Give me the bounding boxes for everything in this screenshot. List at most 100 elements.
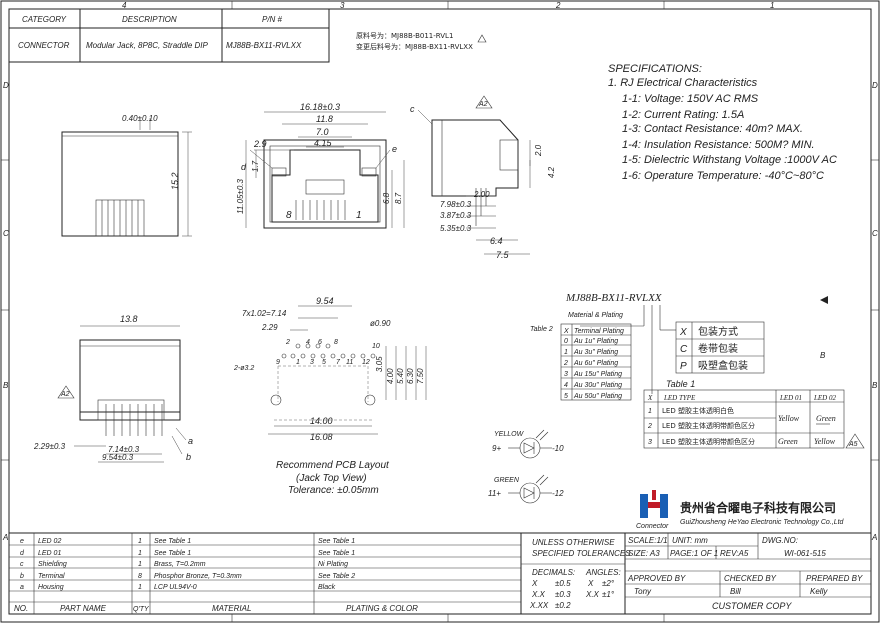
dim-2.0: 2.0 — [534, 144, 543, 157]
side-view-left — [61, 118, 192, 237]
bom-header-plating: PLATING & COLOR — [346, 604, 418, 613]
table2-row: 1 — [564, 349, 568, 356]
info-scale: SCALE:1/1 — [628, 536, 668, 545]
bom-row-plating: See Table 2 — [318, 573, 355, 580]
table1-row: Yellow — [778, 414, 800, 423]
dim-1.7: 1.7 — [251, 160, 260, 172]
tol-ax: X — [587, 579, 594, 588]
bom-row-part: Terminal — [38, 573, 65, 580]
table1-row: Green — [816, 414, 836, 423]
bom-header-qty: Q'TY — [133, 606, 150, 613]
table1-row: 2 — [647, 423, 652, 430]
changed-pn-note: 变更后料号为：MJ88B-BX11-RVLXX — [356, 42, 473, 51]
drawing-info-block — [624, 532, 872, 615]
pn-value: MJ88B-BX11-RVLXX — [226, 41, 302, 50]
zone-row-c-right: C — [872, 229, 878, 238]
bom-row-id: a — [20, 584, 24, 591]
dim-8.7: 8.7 — [394, 192, 403, 204]
tol-xxx: X.XX — [529, 601, 549, 610]
bom-row-part: LED 02 — [38, 538, 61, 545]
pcb-pin-4: 4 — [306, 339, 310, 346]
table2-row: 2 — [563, 360, 568, 367]
dim-2x3.2: 2-ø3.2 — [233, 365, 254, 372]
tol-xxx-val: ±0.2 — [555, 601, 571, 610]
packing-row-p: P — [680, 361, 687, 372]
dim-5.40: 5.40 — [396, 368, 405, 384]
bom-row-plating: See Table 1 — [318, 538, 355, 545]
table1-row: LED 塑胶主体透明白色 — [662, 406, 734, 415]
zone-row-a-right: A — [871, 533, 877, 542]
lbl-e: e — [392, 144, 397, 154]
table1-label: Table 1 — [666, 379, 695, 389]
table2-row: Au 3u" Plating — [573, 349, 618, 356]
bom-row-part: Housing — [38, 584, 64, 591]
table2-row: 4 — [564, 382, 568, 389]
table2-label: Table 2 — [530, 326, 553, 333]
pin-1-label: 1 — [356, 210, 362, 221]
zone-mark-b: B — [820, 351, 826, 360]
tol-axx: X.X — [585, 590, 600, 599]
dim-0.40: 0.40±0.10 — [122, 114, 158, 123]
zone-row-d-left: D — [3, 81, 9, 90]
bom-row-id: b — [20, 573, 24, 580]
dim-7.14-rear: 7.14±0.3 — [108, 445, 140, 454]
led-yellow-minus: -10 — [552, 444, 564, 453]
table2-row: 0 — [564, 338, 568, 345]
dim-4.2: 4.2 — [547, 166, 556, 178]
info-rev: REV:A5 — [720, 549, 749, 558]
table-2 — [560, 323, 632, 401]
pcb-pin-2: 2 — [285, 339, 290, 346]
svg-text:A5: A5 — [848, 441, 858, 448]
lbl-b: b — [186, 452, 191, 462]
bom-row-qty: 1 — [138, 584, 142, 591]
led-yellow-label: YELLOW — [494, 431, 525, 438]
tol-x-val: ±0.5 — [555, 579, 571, 588]
dim-11.8: 11.8 — [316, 114, 333, 124]
dim-3.05: 3.05 — [375, 356, 384, 372]
table2-row: Au 30u" Plating — [573, 382, 622, 389]
tol-xx-val: ±0.3 — [555, 590, 571, 599]
company-logo-icon — [640, 490, 668, 518]
dim-6.30: 6.30 — [406, 368, 415, 384]
tol-decimals: DECIMALS: — [532, 568, 575, 577]
pn-label: P/N # — [262, 15, 283, 24]
tol-axx-val: ±1° — [602, 590, 615, 599]
lbl-c: c — [410, 104, 415, 114]
bom-header-material: MATERIAL — [212, 604, 251, 613]
zone-row-c-left: C — [3, 229, 9, 238]
bom-row-material: See Table 1 — [154, 550, 191, 557]
table1-header-type: LED TYPE — [663, 394, 696, 402]
checked-name: Bill — [730, 587, 741, 596]
packing-row-tape: 卷带包装 — [698, 342, 738, 355]
bom-table — [8, 532, 522, 615]
checked-label: CHECKED BY — [724, 574, 777, 583]
original-pn-note: 原料号为：MJ88B-B011-RVL1 — [356, 31, 453, 40]
bom-row-qty: 1 — [138, 550, 142, 557]
bom-row-part: Shielding — [38, 561, 67, 568]
zone-col-1: 1 — [770, 1, 774, 10]
material-plating-label: Material & Plating — [568, 312, 623, 319]
dim-7.50: 7.50 — [416, 368, 425, 384]
table2-row: Au 15u" Plating — [573, 371, 622, 378]
category-value: CONNECTOR — [18, 41, 70, 50]
customer-copy: CUSTOMER COPY — [712, 601, 792, 611]
pcb-pin-1: 1 — [296, 359, 300, 366]
packing-table — [675, 321, 765, 374]
bom-row-material: LCP UL94V-0 — [154, 584, 197, 591]
logo-connector-text: Connector — [636, 523, 669, 530]
dim-2.00: 2.00 — [473, 190, 490, 199]
spec-item: 1-3: Contact Resistance: 40m? MAX. — [622, 123, 803, 135]
bom-header-part: PART NAME — [60, 604, 107, 613]
table-1 — [643, 389, 845, 449]
zone-col-4: 4 — [122, 1, 127, 10]
specs-heading: 1. RJ Electrical Characteristics — [608, 77, 758, 89]
prepared-name: Kelly — [810, 587, 828, 596]
pcb-pin-10: 10 — [372, 343, 380, 350]
dim-4.15: 4.15 — [314, 138, 333, 148]
table2-row: 5 — [564, 393, 568, 400]
prepared-label: PREPARED BY — [806, 574, 863, 583]
bom-row-material: Brass, T=0.2mm — [154, 561, 206, 568]
dim-9.54: 9.54 — [316, 296, 334, 306]
table1-row: LED 塑胶主体透明带颜色区分 — [662, 421, 755, 430]
